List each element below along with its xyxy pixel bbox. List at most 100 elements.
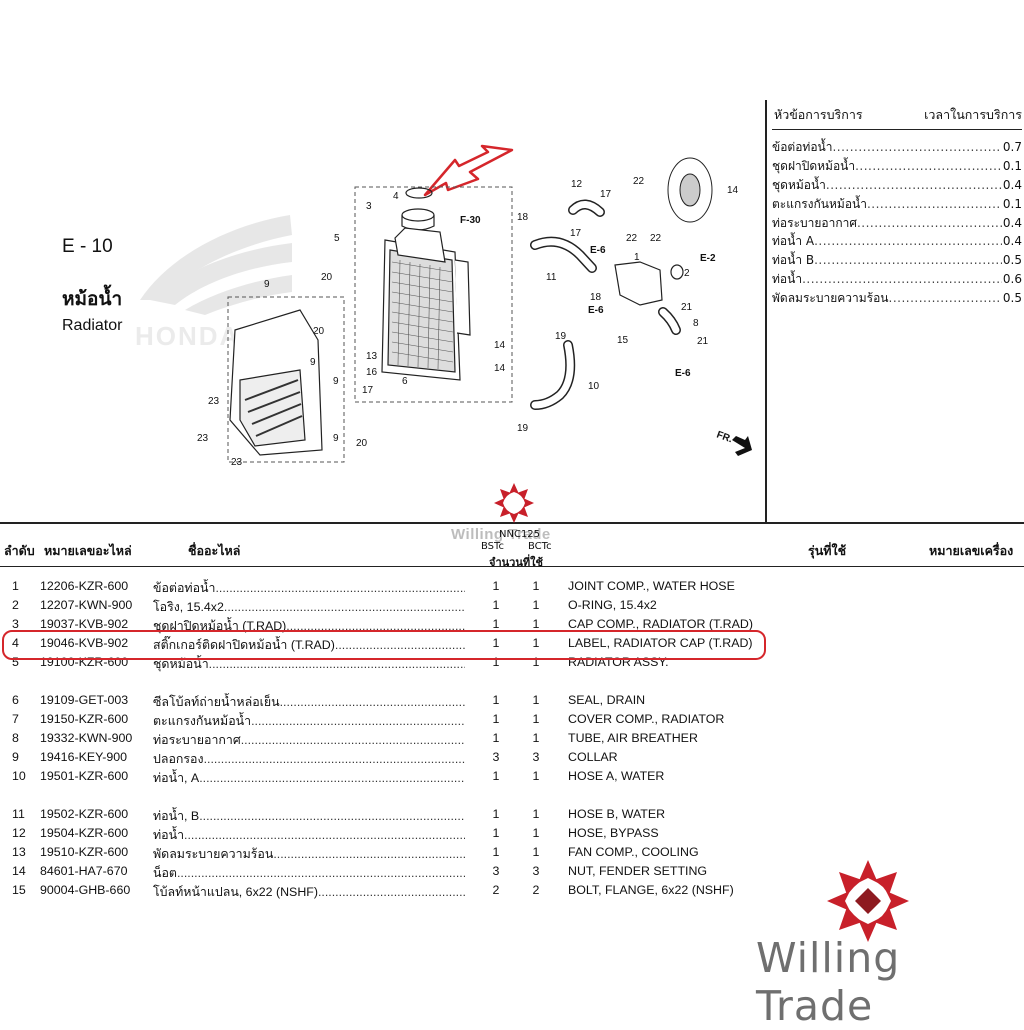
honda-wing-watermark: HONDA [135, 215, 292, 351]
row-no: 10 [12, 769, 26, 783]
row-qty-bstc: 1 [492, 769, 500, 783]
row-qty-bstc: 1 [492, 826, 500, 840]
row-no: 3 [12, 617, 19, 631]
row-name-th-text: ชุดฝาปิดหม้อน้ำ (T.RAD) [153, 619, 287, 633]
dot-leader: ........................................… [208, 657, 465, 671]
table-row: 13 19510-KZR-600 พัดลมระบายความร้อน.......… [0, 845, 1024, 864]
dot-leader: ........................................… [855, 158, 1002, 173]
service-time-rows: ข้อต่อท่อน้ำ............................… [772, 130, 1022, 308]
callout-21b: 21 [697, 336, 709, 347]
section-title-en: Radiator [62, 317, 123, 334]
row-name-th: ท่อน้ำ..................................… [153, 826, 465, 845]
col-header-no: ลำดับ [4, 543, 35, 558]
row-part-no: 19332-KWN-900 [40, 731, 133, 745]
row-part-no: 90004-GHB-660 [40, 883, 131, 897]
callout-19b: 19 [517, 423, 529, 434]
row-no: 8 [12, 731, 19, 745]
brand-name: Willing Trade [756, 934, 901, 1030]
service-time-row: ท่อน้ำ A................................… [772, 232, 1022, 251]
row-name-th: ปลอกรอง.................................… [153, 750, 465, 769]
callout-4: 4 [393, 191, 399, 202]
callout-20b: 20 [313, 326, 325, 337]
row-no: 9 [12, 750, 19, 764]
service-item-value: 0.7 [1002, 140, 1022, 154]
row-qty-bstc: 3 [492, 864, 500, 878]
row-no: 15 [12, 883, 26, 897]
row-name-th-text: ชุดหม้อน้ำ [153, 657, 209, 671]
row-no: 5 [12, 655, 19, 669]
row-qty-bctc: 1 [532, 579, 540, 593]
service-item-value: 0.5 [1002, 253, 1022, 268]
row-no: 7 [12, 712, 19, 726]
row-name-th-text: สติ๊กเกอร์ติดฝาปิดหม้อน้ำ (T.RAD) [153, 638, 335, 652]
callout-22b: 22 [626, 233, 638, 244]
row-name-th: พัดลมระบายความร้อน......................… [153, 845, 465, 864]
callout-5: 5 [334, 233, 340, 244]
dot-leader: ........................................… [199, 809, 465, 823]
row-qty-bctc: 2 [532, 883, 540, 897]
row-part-no: 19510-KZR-600 [40, 845, 129, 859]
radiator-cover-drawing [229, 309, 323, 456]
callout-23c: 23 [231, 457, 243, 468]
front-arrow-icon [732, 436, 752, 456]
callout-23b: 23 [197, 433, 209, 444]
dot-leader: ........................................… [856, 215, 1002, 230]
row-name-en: TUBE, AIR BREATHER [568, 731, 698, 745]
section-code: E - 10 [62, 236, 113, 257]
table-top-rule [0, 522, 1024, 524]
col-header-part-no: หมายเลขอะไหล่ [44, 543, 132, 558]
cover-grill-slats [244, 379, 303, 437]
dot-leader: ........................................… [273, 847, 465, 861]
row-name-en: BOLT, FLANGE, 6x22 (NSHF) [568, 883, 734, 897]
callout-14a: 13 [366, 351, 378, 362]
row-name-en: O-RING, 15.4x2 [568, 598, 657, 612]
hoses-inner [531, 201, 680, 409]
table-row: 9 19416-KEY-900 ปลอกรอง...................… [0, 750, 1024, 769]
row-name-en: COLLAR [568, 750, 618, 764]
service-time-row: ท่อน้ำ..................................… [772, 270, 1022, 289]
row-name-en: HOSE, BYPASS [568, 826, 659, 840]
service-item-label: ท่อน้ำ A [772, 234, 815, 249]
row-name-th: ตะแกรงกันหม้อน้ำ........................… [153, 712, 465, 731]
callout-10: 10 [588, 381, 600, 392]
radiator-cap-drawing [401, 187, 435, 231]
row-name-en: JOINT COMP., WATER HOSE [568, 579, 735, 593]
row-qty-bctc: 1 [532, 693, 540, 707]
row-part-no: 19416-KEY-900 [40, 750, 128, 764]
red-arrow-icon [423, 144, 514, 197]
service-time-row: ท่อระบายอากาศ...........................… [772, 214, 1022, 233]
col-header-model: NNC125 [499, 529, 541, 540]
service-item-value: 0.4 [1002, 234, 1022, 249]
radiator-group-frame [354, 186, 513, 403]
row-part-no: 19037-KVB-902 [40, 617, 129, 631]
row-no: 14 [12, 864, 26, 878]
radiator-core-hatch [391, 259, 454, 370]
row-name-th: โอริง, 15.4x2...........................… [153, 598, 465, 617]
row-name-en: NUT, FENDER SETTING [568, 864, 708, 878]
callout-2: 2 [684, 268, 690, 279]
row-qty-bstc: 2 [492, 883, 500, 897]
row-qty-bstc: 3 [492, 750, 500, 764]
dot-leader: ........................................… [199, 771, 465, 785]
radiator-drawing [381, 227, 471, 381]
service-item-label: ท่อน้ำ [772, 272, 803, 287]
row-qty-bctc: 1 [532, 731, 540, 745]
row-part-no: 12207-KWN-900 [40, 598, 133, 612]
callout-17c: 17 [570, 228, 582, 239]
dot-leader: ........................................… [802, 272, 1002, 287]
row-name-th-text: ท่อน้ำ, B [153, 809, 200, 823]
row-no: 13 [12, 845, 26, 859]
callout-15: 15 [617, 335, 629, 346]
row-name-th: สติ๊กเกอร์ติดฝาปิดหม้อน้ำ (T.RAD).......… [153, 636, 465, 655]
callout-22c: 22 [650, 233, 662, 244]
service-item-value: 0.1 [1002, 158, 1022, 173]
callout-6: 6 [402, 376, 408, 387]
callout-8: 8 [693, 318, 699, 329]
